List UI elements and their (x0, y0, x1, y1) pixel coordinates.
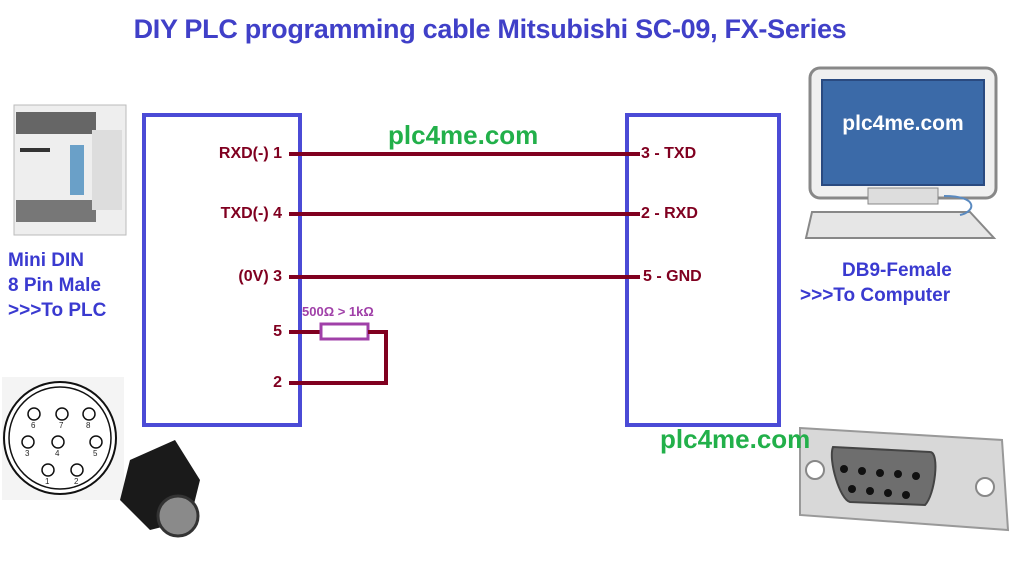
pin-label-rxd: RXD(-) 1 (218, 145, 282, 162)
pin-label-db9-gnd: 5 - GND (643, 268, 702, 285)
plc-device-image (13, 104, 127, 236)
pin-number: 8 (86, 421, 91, 430)
watermark-bottom: plc4me.com (660, 424, 811, 454)
plc-connector-box (142, 113, 302, 427)
pin-label-txd: TXD(-) 4 (220, 205, 282, 222)
db9-label: DB9-Female >>>To Computer (800, 258, 1010, 308)
pin-number: 4 (55, 449, 60, 458)
wire-pin2 (289, 330, 388, 385)
db9-connector-image (799, 426, 1010, 532)
pin-label-2: 2 (273, 374, 282, 391)
db9-connector-box (625, 113, 781, 427)
mini-din-connector-image (2, 377, 200, 538)
label-line: 8 Pin Male (8, 275, 101, 296)
mini-din-label: Mini DIN 8 Pin Male >>>To PLC (8, 248, 106, 323)
watermark-top: plc4me.com (388, 120, 539, 150)
computer-screen-text: plc4me.com (842, 112, 964, 135)
pin-number: 3 (25, 449, 30, 458)
label-line: Mini DIN (8, 250, 84, 271)
pin-label-5: 5 (273, 323, 282, 340)
pin-label-db9-txd: 3 - TXD (641, 145, 697, 162)
resistor-symbol (319, 322, 370, 341)
computer-image (804, 66, 998, 239)
resistor-label: 500Ω > 1kΩ (302, 304, 374, 319)
label-line: >>>To PLC (8, 300, 107, 321)
pin-number: 7 (59, 421, 64, 430)
pin-number: 6 (31, 421, 36, 430)
pin-label-0v: (0V) 3 (238, 268, 282, 285)
pin-number: 2 (74, 477, 79, 486)
pin-number: 5 (93, 449, 98, 458)
label-line: DB9-Female (842, 260, 952, 281)
pin-number: 1 (45, 477, 50, 486)
label-line: >>>To Computer (800, 285, 951, 306)
diagram-title: DIY PLC programming cable Mitsubishi SC-… (133, 14, 847, 44)
pin-label-db9-rxd: 2 - RXD (641, 205, 698, 222)
